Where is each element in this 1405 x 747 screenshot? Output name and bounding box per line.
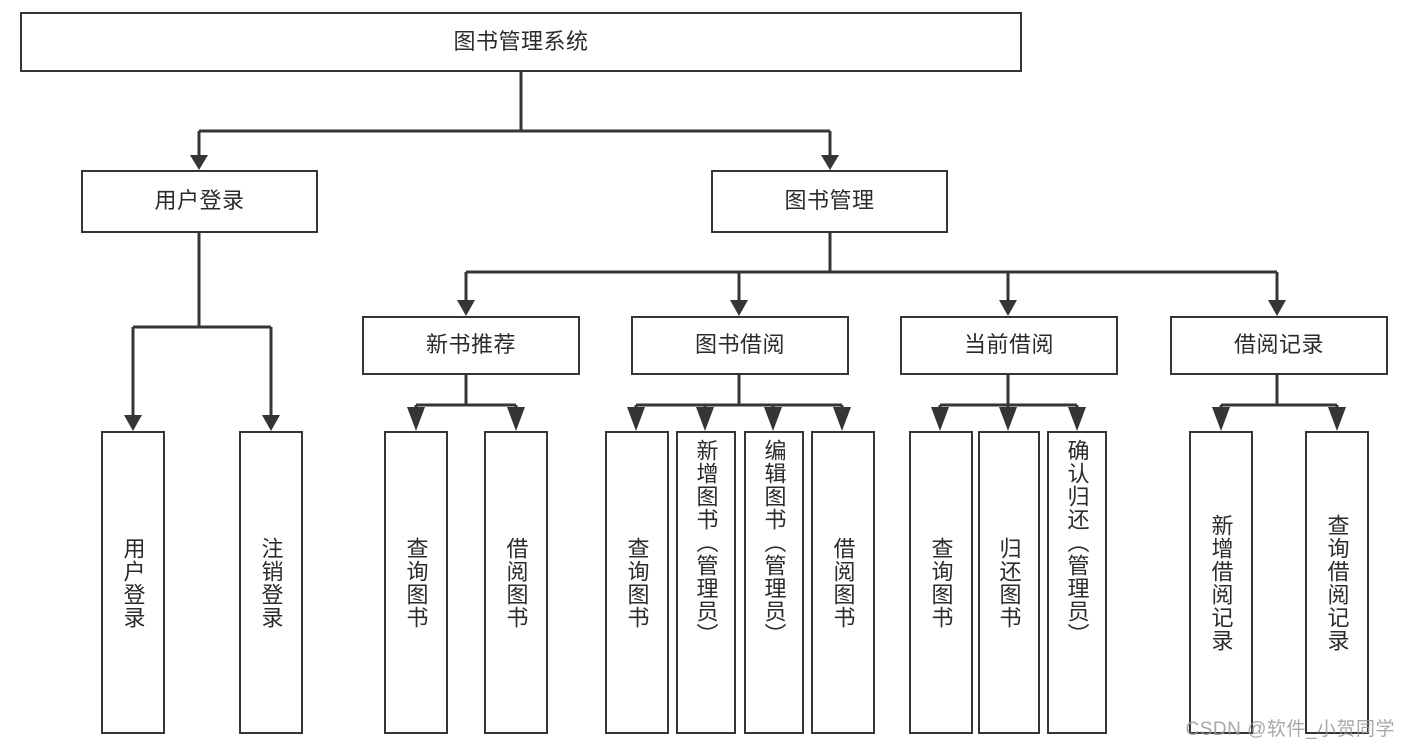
node-current-borrow[interactable]: 当前借阅 [900,316,1118,375]
connector-group-user-login [124,233,280,431]
node-book-management[interactable]: 图书管理 [711,170,948,233]
node-label: 图书借阅 [694,332,785,358]
arrowhead-leaf-query-book-1 [407,407,425,431]
arrowhead-leaf-borrow-book-1 [507,407,525,431]
node-label: 图书管理系统 [453,28,589,54]
node-label: 借阅图书 [830,536,856,629]
node-new-book-recommend[interactable]: 新书推荐 [362,316,580,375]
arrowhead-leaf-query-book-3 [931,407,949,431]
connector-group-current-borrow [931,375,1086,431]
arrowhead-leaf-logout [262,415,280,431]
node-label: 编辑图书（管理员） [761,439,787,646]
node-label: 查询图书 [624,536,650,629]
node-label: 借阅图书 [503,536,529,629]
node-label: 归还图书 [996,536,1022,629]
node-label: 借阅记录 [1233,332,1324,358]
connector-group-root [190,72,839,170]
node-label: 用户登录 [120,536,146,629]
arrowhead-book-borrow [730,300,748,316]
arrowhead-leaf-add-book [696,407,714,431]
node-leaf-add-book[interactable]: 新增图书（管理员） [676,431,736,734]
connector-group-borrow-record [1212,375,1346,431]
node-leaf-borrow-book-2[interactable]: 借阅图书 [811,431,875,734]
connector-group-book-management [457,233,1286,316]
node-leaf-edit-book[interactable]: 编辑图书（管理员） [744,431,804,734]
arrowhead-current-borrow [999,300,1017,316]
node-label: 当前借阅 [963,332,1054,358]
node-leaf-confirm-return[interactable]: 确认归还（管理员） [1047,431,1107,734]
arrowhead-leaf-add-record [1212,407,1230,431]
node-root-system[interactable]: 图书管理系统 [20,12,1022,72]
connector-group-new-book-recommend [407,375,525,431]
arrowhead-user-login [190,155,208,170]
node-label: 用户登录 [154,188,245,214]
arrowhead-borrow-record [1268,300,1286,316]
arrowhead-leaf-user-login [124,415,142,431]
connector-group-book-borrow [627,375,851,431]
node-label: 新书推荐 [425,332,516,358]
node-label: 查询借阅记录 [1324,513,1350,652]
node-label: 注销登录 [258,536,284,629]
arrowhead-leaf-borrow-book-2 [833,407,851,431]
node-borrow-record[interactable]: 借阅记录 [1170,316,1388,375]
node-leaf-add-record[interactable]: 新增借阅记录 [1189,431,1253,734]
node-book-borrow[interactable]: 图书借阅 [631,316,849,375]
node-leaf-query-book-1[interactable]: 查询图书 [384,431,448,734]
node-leaf-logout[interactable]: 注销登录 [239,431,303,734]
arrowhead-leaf-confirm-return [1068,407,1086,431]
node-leaf-return-book[interactable]: 归还图书 [978,431,1040,734]
arrowhead-leaf-edit-book [764,407,782,431]
arrowhead-leaf-query-record [1328,407,1346,431]
node-user-login[interactable]: 用户登录 [81,170,318,233]
node-leaf-query-record[interactable]: 查询借阅记录 [1305,431,1369,734]
node-leaf-user-login[interactable]: 用户登录 [101,431,165,734]
node-label: 新增图书（管理员） [693,439,719,646]
node-leaf-query-book-3[interactable]: 查询图书 [909,431,973,734]
node-label: 确认归还（管理员） [1064,439,1090,646]
node-leaf-query-book-2[interactable]: 查询图书 [605,431,669,734]
node-label: 新增借阅记录 [1208,513,1234,652]
node-label: 图书管理 [784,188,875,214]
arrowhead-leaf-return-book [999,407,1017,431]
node-label: 查询图书 [928,536,954,629]
node-label: 查询图书 [403,536,429,629]
node-leaf-borrow-book-1[interactable]: 借阅图书 [484,431,548,734]
arrowhead-leaf-query-book-2 [627,407,645,431]
arrowhead-book-management [821,155,839,170]
arrowhead-new-book-recommend [457,300,475,316]
